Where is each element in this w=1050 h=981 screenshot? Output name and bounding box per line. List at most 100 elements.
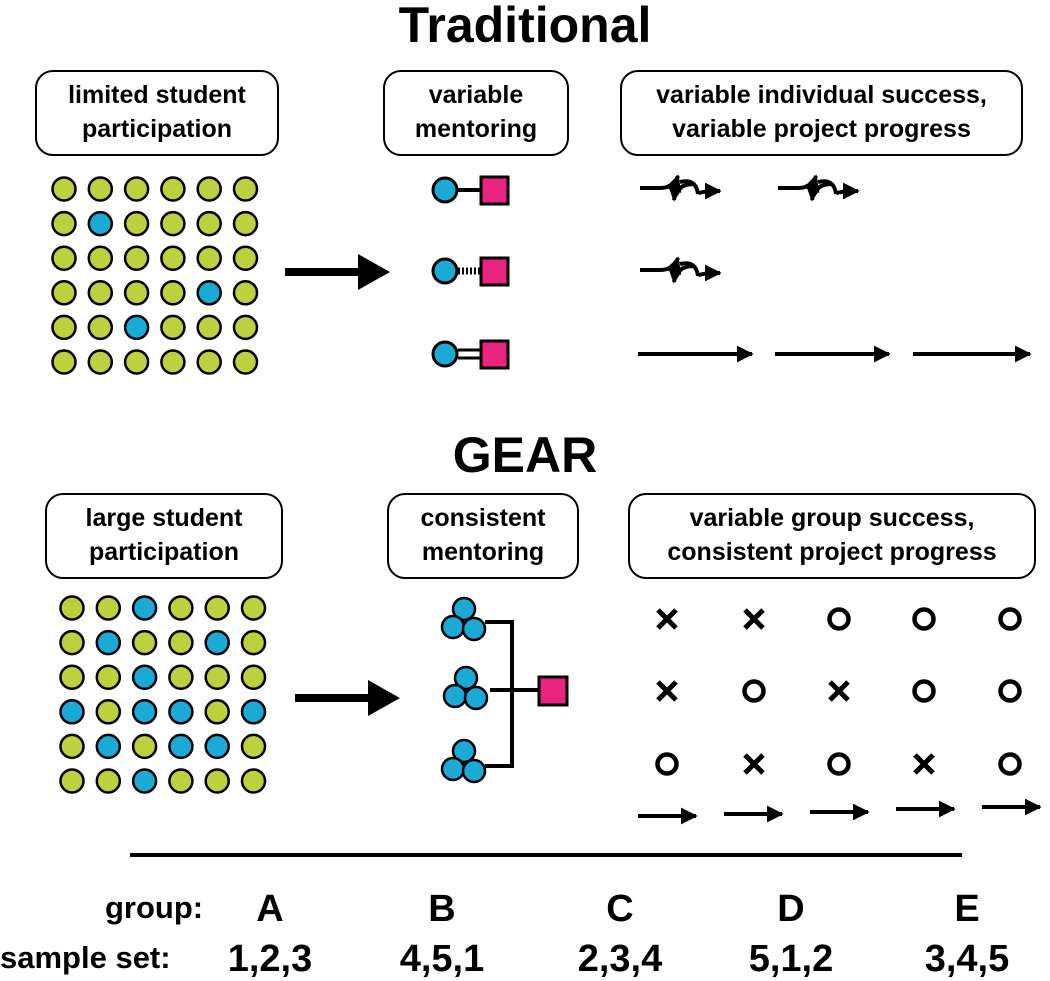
student-dot bbox=[196, 349, 222, 375]
student-dot bbox=[123, 280, 150, 306]
circle-icon bbox=[827, 607, 851, 631]
mentored-student-dot bbox=[87, 210, 114, 237]
student-dot bbox=[168, 768, 194, 794]
group-b: B bbox=[428, 888, 456, 930]
student-dot bbox=[442, 683, 468, 709]
traditional-title: Traditional bbox=[398, 0, 652, 53]
swirl-arrow-lower bbox=[805, 182, 833, 202]
student-dot bbox=[204, 699, 230, 725]
box-line: mentoring bbox=[414, 115, 538, 143]
student-dot bbox=[131, 733, 158, 760]
swirl-arrow-upper bbox=[640, 174, 682, 194]
cross-icon bbox=[656, 608, 678, 630]
student-dot bbox=[87, 314, 114, 341]
traditional-flow-arrow bbox=[285, 254, 390, 290]
gear-student-grid bbox=[59, 595, 267, 794]
student-dot bbox=[95, 664, 122, 690]
student-dot bbox=[204, 664, 230, 690]
student-dot bbox=[123, 245, 150, 271]
box-line: consistent bbox=[420, 504, 546, 532]
mentoring-pair-double bbox=[431, 339, 510, 370]
student-dot bbox=[240, 664, 267, 690]
student-dot bbox=[131, 629, 158, 656]
swirl-arrow-tail bbox=[696, 182, 722, 200]
student-dot bbox=[196, 245, 222, 271]
student-dot bbox=[240, 768, 267, 794]
mentored-student-dot bbox=[131, 595, 158, 621]
circle-icon bbox=[912, 679, 936, 703]
swirl-arrow-tail bbox=[834, 182, 860, 200]
traditional-student-grid bbox=[51, 176, 259, 375]
sample-set-d: 5,1,2 bbox=[748, 938, 834, 980]
circle-icon bbox=[998, 607, 1022, 631]
circle-icon bbox=[655, 752, 679, 776]
student-dot bbox=[168, 664, 194, 690]
student-dot bbox=[168, 629, 194, 656]
student-dot bbox=[59, 664, 85, 690]
student-dot bbox=[95, 768, 122, 794]
student-dot bbox=[232, 245, 259, 271]
student-dot bbox=[51, 176, 77, 202]
mentoring-pair-strong bbox=[431, 175, 510, 206]
student-dot bbox=[440, 614, 466, 640]
student-dot bbox=[232, 349, 259, 375]
student-dot bbox=[240, 629, 267, 656]
mentored-student-dot bbox=[95, 733, 122, 760]
student-dot bbox=[232, 176, 259, 202]
gear-flow-arrow bbox=[295, 680, 400, 716]
mentored-student-dot bbox=[168, 733, 194, 760]
circle-icon bbox=[998, 679, 1022, 703]
swirl-arrow-tail bbox=[696, 264, 722, 282]
cross-icon bbox=[743, 608, 765, 630]
student-dot bbox=[196, 176, 222, 202]
student-dot bbox=[453, 665, 479, 691]
student-dot bbox=[87, 245, 114, 271]
student-dot bbox=[51, 314, 77, 341]
mentored-student-dot bbox=[168, 699, 194, 725]
student-dot bbox=[160, 245, 186, 271]
student-dot bbox=[204, 768, 230, 794]
student-dot bbox=[196, 210, 222, 237]
student-dot bbox=[463, 685, 489, 711]
mentored-student-dot bbox=[196, 280, 222, 306]
gear-progress-arrows bbox=[638, 798, 1042, 825]
cross-icon bbox=[743, 753, 765, 775]
swirl-arrow-lower bbox=[667, 182, 695, 202]
box-line: participation bbox=[88, 538, 239, 566]
student-dot bbox=[87, 349, 114, 375]
student-dot bbox=[168, 595, 194, 621]
student-dot bbox=[87, 176, 114, 202]
gear-title: GEAR bbox=[452, 427, 598, 483]
student-dot bbox=[232, 314, 259, 341]
box-line: variable group success, bbox=[689, 504, 975, 532]
individual-success-box: variable individual success, variable pr… bbox=[620, 70, 1023, 156]
box-line: variable project progress bbox=[672, 115, 971, 143]
student-dot bbox=[59, 733, 85, 760]
circle-icon bbox=[742, 679, 766, 703]
group-e: E bbox=[954, 888, 980, 930]
student-dot bbox=[51, 210, 77, 237]
outcome-glyphs bbox=[655, 607, 1022, 776]
mentored-student-dot bbox=[123, 314, 150, 341]
box-line: large student bbox=[85, 504, 243, 532]
cross-icon bbox=[913, 753, 935, 775]
circle-icon bbox=[827, 752, 851, 776]
student-dot bbox=[451, 596, 477, 622]
student-dot bbox=[51, 280, 77, 306]
swirl-arrow-upper bbox=[640, 256, 682, 276]
box-line: variable individual success, bbox=[656, 81, 987, 109]
student-dot bbox=[51, 349, 77, 375]
mentored-student-dot bbox=[204, 629, 230, 656]
student-dot bbox=[461, 616, 487, 642]
consistent-mentoring-box: consistent mentoring bbox=[387, 493, 579, 579]
mentored-student-dot bbox=[240, 699, 267, 725]
student-dot bbox=[59, 629, 85, 656]
circle-icon bbox=[912, 607, 936, 631]
student-dot bbox=[240, 733, 267, 760]
mentoring-pair-weak bbox=[431, 256, 510, 287]
student-dot bbox=[59, 768, 85, 794]
student-dot bbox=[160, 349, 186, 375]
swirl-arrow-upper bbox=[778, 174, 820, 194]
student-dot bbox=[160, 280, 186, 306]
mentored-student-dot bbox=[131, 699, 158, 725]
